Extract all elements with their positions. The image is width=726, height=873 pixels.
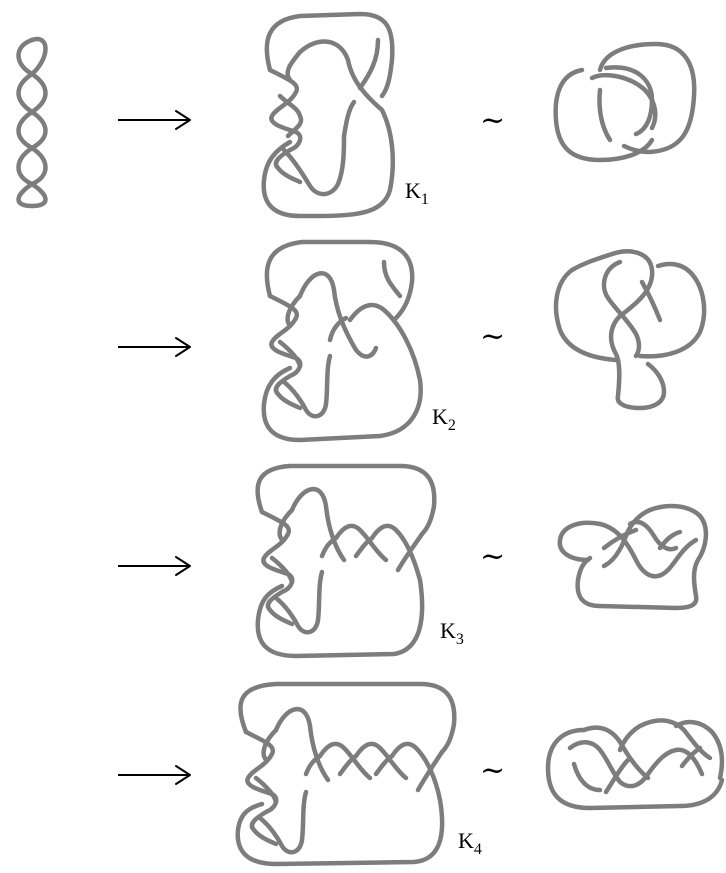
arrow-3 — [118, 556, 191, 576]
row-4: K4 ~ — [118, 681, 725, 867]
label-k2: K2 — [432, 404, 456, 434]
simplified-k2-trefoil — [553, 249, 707, 411]
label-k1: K1 — [405, 178, 429, 208]
equivalence-tilde-4: ~ — [480, 753, 505, 788]
simplified-k4 — [545, 718, 725, 811]
label-k4: K4 — [458, 828, 482, 858]
arrow-1 — [118, 110, 191, 130]
twisted-band — [16, 36, 48, 209]
knot-k4 — [235, 681, 457, 867]
simplified-k3 — [557, 503, 709, 611]
row-2: K2 ~ — [118, 239, 707, 443]
arrow-2 — [118, 337, 191, 357]
row-3: K3 ~ — [118, 463, 709, 659]
knot-k3 — [255, 463, 437, 659]
equivalence-tilde-3: ~ — [480, 539, 505, 574]
label-k3: K3 — [440, 618, 464, 648]
arrow-4 — [118, 765, 191, 785]
equivalence-tilde-2: ~ — [480, 319, 505, 354]
simplified-k1-hopf-link — [553, 41, 697, 163]
row-1: K1 ~ — [16, 11, 697, 219]
knot-k2 — [261, 239, 423, 443]
equivalence-tilde-1: ~ — [480, 103, 505, 138]
knot-k1 — [261, 11, 396, 219]
